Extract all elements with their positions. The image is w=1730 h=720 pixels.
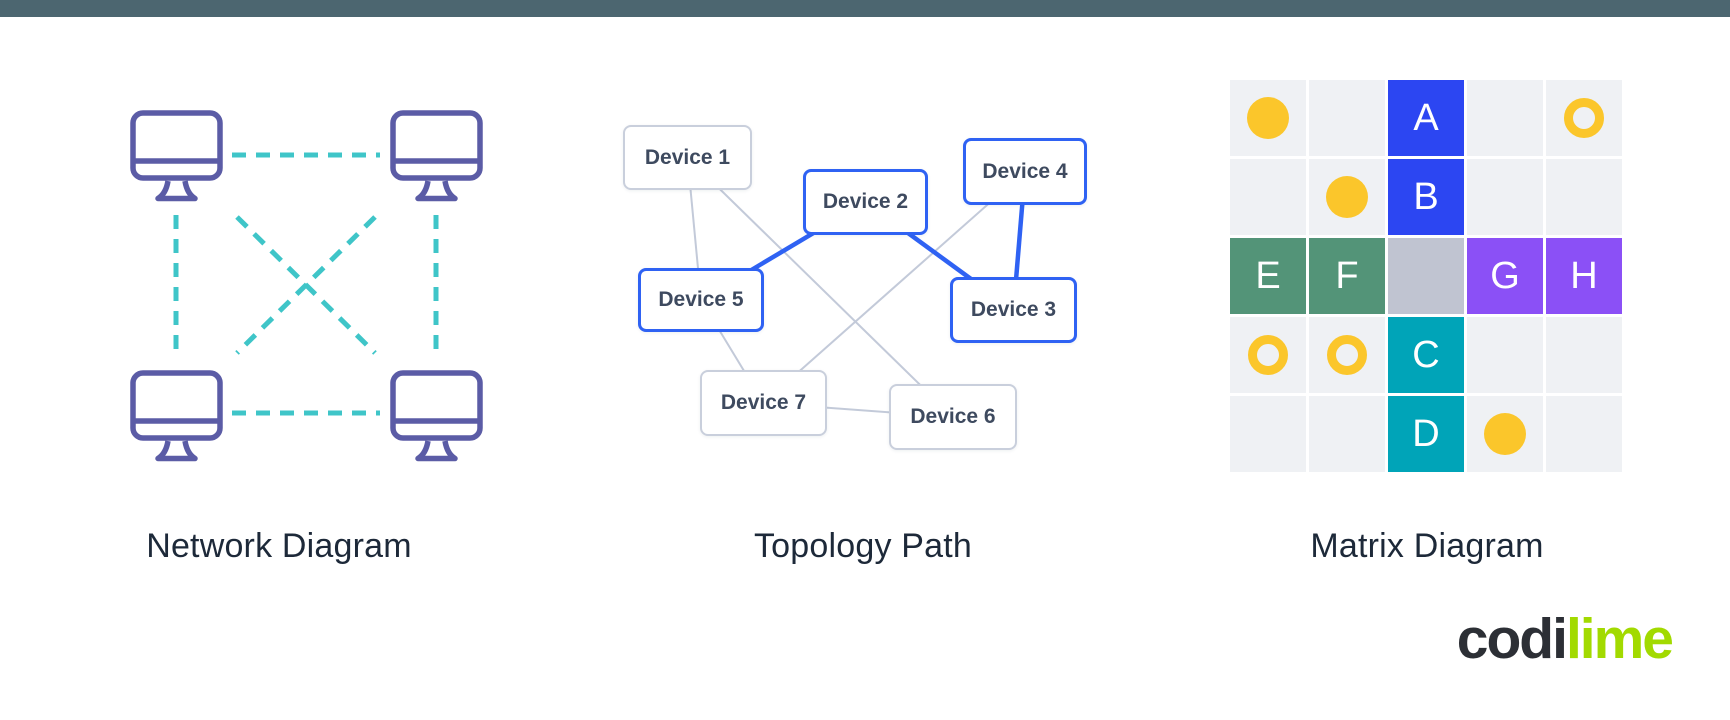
matrix-cell-label: B xyxy=(1413,175,1439,218)
computer-monitor-icon xyxy=(390,110,483,202)
matrix-cell xyxy=(1309,80,1385,156)
codilime-logo: codilime xyxy=(1456,606,1674,672)
matrix-cell-label: D xyxy=(1412,412,1440,455)
filled-dot-marker xyxy=(1484,413,1526,455)
matrix-cell: C xyxy=(1388,317,1464,393)
matrix-cell xyxy=(1230,80,1306,156)
matrix-diagram-title: Matrix Diagram xyxy=(1310,527,1544,565)
topology-node-d1: Device 1 xyxy=(623,125,752,190)
matrix-cell xyxy=(1467,80,1543,156)
matrix-cell xyxy=(1309,317,1385,393)
matrix-cell xyxy=(1388,238,1464,314)
matrix-cell-label: F xyxy=(1335,254,1359,297)
topology-node-d6: Device 6 xyxy=(889,384,1017,450)
matrix-cell: H xyxy=(1546,238,1622,314)
matrix-cell xyxy=(1546,159,1622,235)
matrix-cell xyxy=(1467,396,1543,472)
topology-node-d4: Device 4 xyxy=(963,138,1087,205)
ring-marker xyxy=(1248,335,1288,375)
matrix-cell: G xyxy=(1467,238,1543,314)
top-accent-bar xyxy=(0,0,1730,17)
matrix-cell xyxy=(1309,396,1385,472)
codilime-logo-codi: codi xyxy=(1456,607,1568,671)
topology-node-label: Device 3 xyxy=(970,298,1057,321)
topology-node-label: Device 6 xyxy=(910,405,996,428)
computer-monitor-icon xyxy=(130,110,223,202)
topology-node-label: Device 4 xyxy=(982,159,1068,183)
topology-node-d3: Device 3 xyxy=(950,277,1077,343)
network-diagram-title: Network Diagram xyxy=(146,527,412,565)
filled-dot-marker xyxy=(1247,97,1289,139)
matrix-cell: D xyxy=(1388,396,1464,472)
matrix-cell-label: G xyxy=(1490,254,1520,297)
matrix-cell xyxy=(1546,80,1622,156)
topology-node-label: Device 5 xyxy=(658,288,744,311)
matrix-cell-label: C xyxy=(1412,333,1440,376)
computer-monitor-icon xyxy=(390,370,483,462)
matrix-cell: F xyxy=(1309,238,1385,314)
network-link-line xyxy=(235,215,377,355)
matrix-cell xyxy=(1467,317,1543,393)
matrix-cell-label: E xyxy=(1255,254,1281,297)
matrix-cell: A xyxy=(1388,80,1464,156)
computer-monitor-icon xyxy=(130,370,223,462)
matrix-cell xyxy=(1546,396,1622,472)
topology-node-d5: Device 5 xyxy=(638,268,764,332)
topology-node-label: Device 7 xyxy=(720,391,807,414)
matrix-cell xyxy=(1230,396,1306,472)
topology-path-title: Topology Path xyxy=(753,527,973,565)
network-link-line xyxy=(235,215,377,355)
matrix-cell xyxy=(1546,317,1622,393)
topology-node-label: Device 1 xyxy=(644,145,731,169)
topology-node-d7: Device 7 xyxy=(700,370,827,436)
ring-marker xyxy=(1327,335,1367,375)
filled-dot-marker xyxy=(1326,176,1368,218)
topology-node-label: Device 2 xyxy=(822,190,909,213)
topology-node-d2: Device 2 xyxy=(803,169,928,235)
matrix-cell xyxy=(1230,317,1306,393)
matrix-cell-label: A xyxy=(1413,96,1439,139)
matrix-cell xyxy=(1309,159,1385,235)
matrix-cell-label: H xyxy=(1570,254,1598,297)
codilime-logo-lime: lime xyxy=(1565,607,1674,671)
matrix-cell: E xyxy=(1230,238,1306,314)
matrix-cell xyxy=(1467,159,1543,235)
matrix-cell xyxy=(1230,159,1306,235)
ring-marker xyxy=(1564,98,1604,138)
matrix-cell: B xyxy=(1388,159,1464,235)
